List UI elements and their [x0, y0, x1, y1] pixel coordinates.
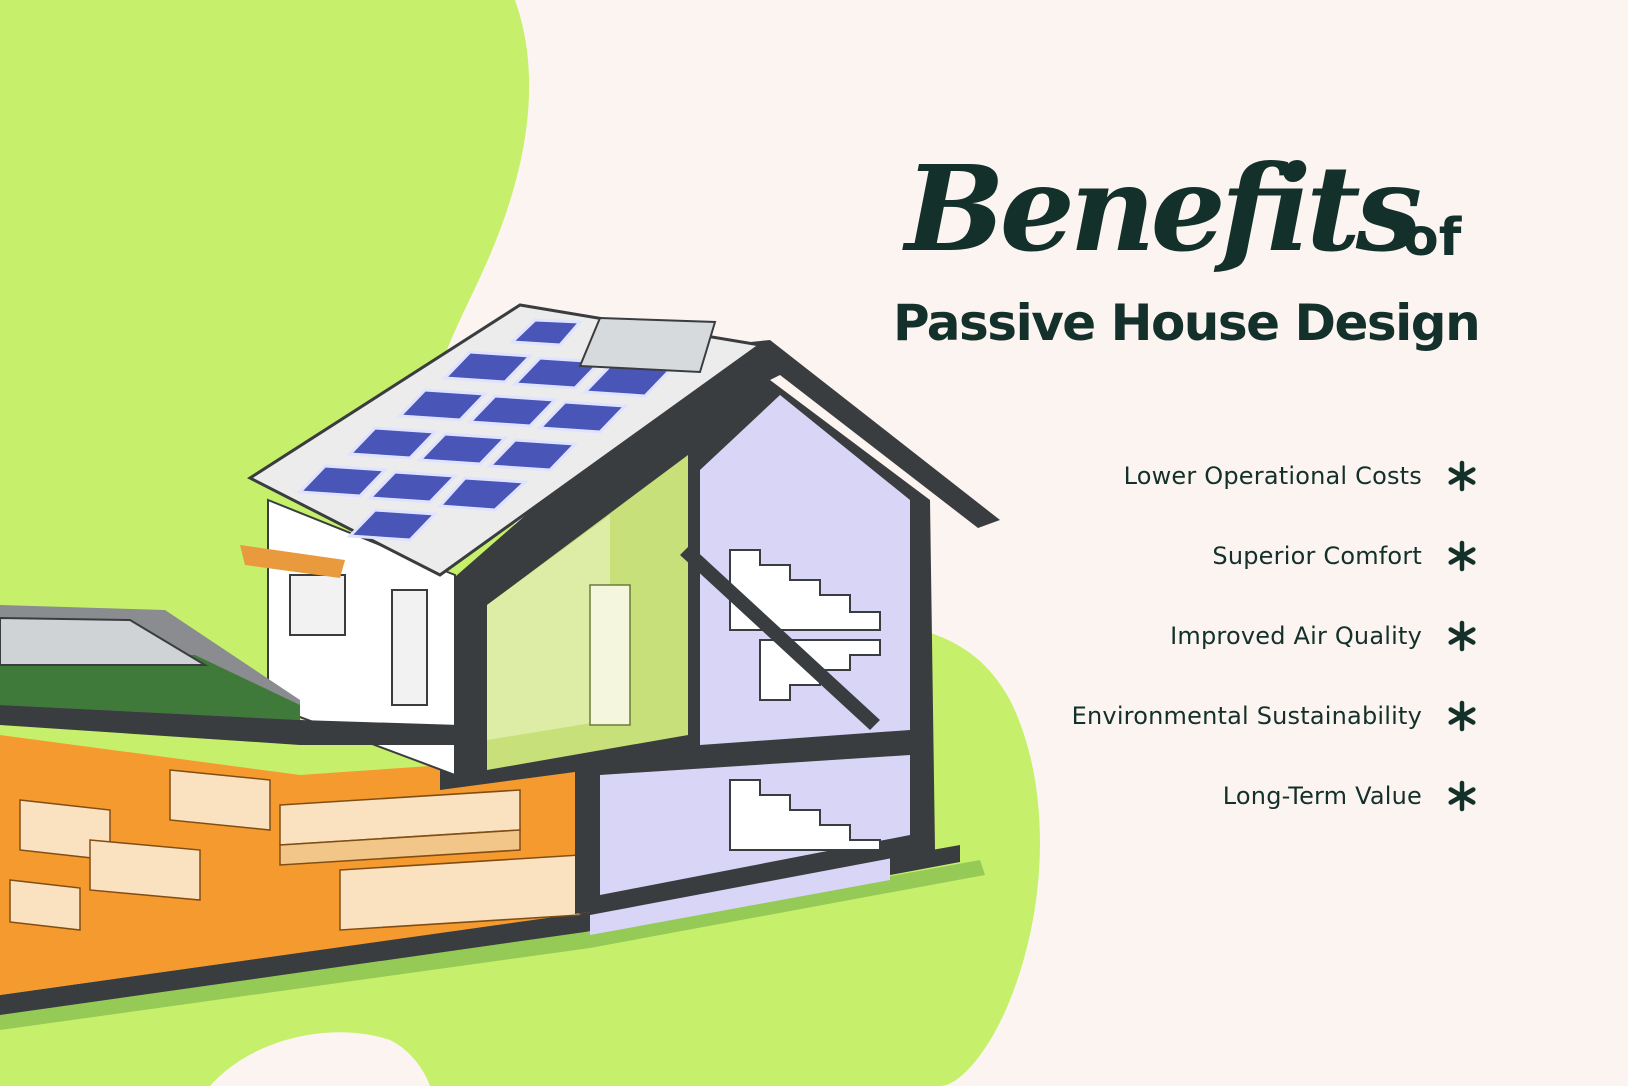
lavender-upper-room: [700, 395, 910, 745]
deck-edge: [0, 705, 460, 745]
benefit-label: Environmental Sustainability: [1071, 702, 1422, 730]
benefit-label: Superior Comfort: [1212, 542, 1422, 570]
skylight: [0, 616, 209, 666]
window-awning: [240, 545, 345, 578]
solar-panels: [296, 318, 674, 542]
heading-of: of: [1403, 208, 1462, 268]
benefit-item: Superior Comfort: [838, 516, 1478, 596]
benefit-item: Lower Operational Costs: [838, 436, 1478, 516]
green-room-door: [589, 584, 631, 726]
asterisk-icon: [1448, 540, 1476, 572]
roof-garden: [0, 655, 300, 720]
stair-stringer: [680, 545, 880, 730]
benefit-item: Improved Air Quality: [838, 596, 1478, 676]
heading-benefits: Benefits: [905, 139, 1422, 278]
side-window: [289, 574, 346, 636]
side-door: [391, 589, 428, 706]
benefits-list: Lower Operational Costs Superior Comfort…: [838, 436, 1478, 836]
roof-hatch: [578, 316, 717, 374]
benefit-label: Lower Operational Costs: [1123, 462, 1422, 490]
green-room-light: [487, 515, 610, 740]
orange-room-wall: [575, 755, 590, 914]
benefit-item: Long-Term Value: [838, 756, 1478, 836]
benefit-label: Long-Term Value: [1222, 782, 1422, 810]
heading-passive-house-design: Passive House Design: [893, 294, 1481, 352]
foundation: [0, 845, 960, 1015]
benefit-item: Environmental Sustainability: [838, 676, 1478, 756]
benefit-label: Improved Air Quality: [1170, 622, 1422, 650]
asterisk-icon: [1448, 780, 1476, 812]
asterisk-icon: [1448, 700, 1476, 732]
cream-notch: [210, 1032, 430, 1086]
asterisk-icon: [1448, 460, 1476, 492]
asterisk-icon: [1448, 620, 1476, 652]
orange-furniture: [9, 769, 581, 931]
